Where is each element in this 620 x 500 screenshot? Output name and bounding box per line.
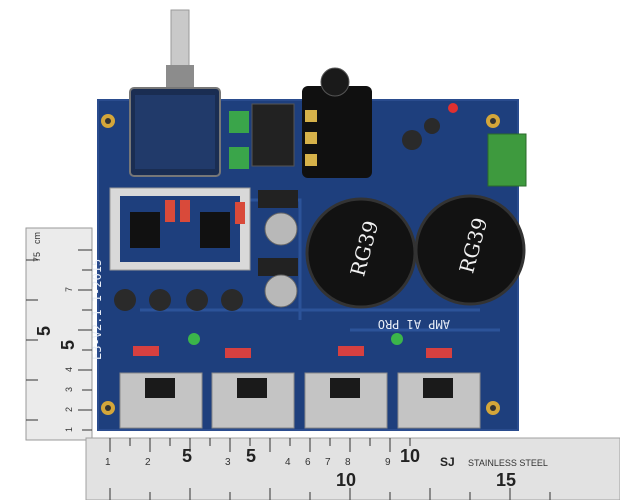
ruler-h-cm-15: 15: [496, 470, 516, 490]
ruler-h-brand-mark: SJ: [440, 455, 455, 469]
small-cap: [264, 274, 298, 308]
headphone-jack: [302, 67, 372, 178]
relay: [251, 103, 295, 167]
heatsinks: [119, 372, 481, 429]
ruler-h-small: 8: [345, 457, 351, 468]
ruler-h-small: 7: [325, 457, 331, 468]
ruler-h-small: 3: [225, 457, 231, 468]
ruler-v-mark: 4: [64, 367, 74, 372]
electrolytic-caps: [114, 118, 440, 311]
big-capacitor-left: RG39: [305, 197, 417, 309]
ruler-v-mark: 1: [64, 427, 74, 432]
ruler-h-in-5: 5: [182, 446, 192, 466]
vertical-ruler: cm 5 5 1 2 3 4 7 75: [25, 227, 93, 441]
terminal-block: [487, 133, 527, 187]
ruler-v-big-5a: 5: [58, 340, 78, 350]
ruler-h-brand-text: STAINLESS STEEL: [468, 458, 548, 468]
ruler-h-in-10: 10: [400, 446, 420, 466]
regulator: [258, 258, 298, 276]
board-version-label: E3-V2.1 1-2015: [90, 259, 104, 360]
red-components: [133, 103, 458, 358]
small-cap: [264, 212, 298, 246]
amp-name-label: AMP A1 PRO: [378, 317, 450, 331]
opamp-daughterboard: [109, 187, 251, 271]
horizontal-ruler: 5 10 5 10 15 1 2 3 4 6 7 8 9 STAINLESS S…: [85, 437, 620, 500]
ruler-v-big-5b: 5: [34, 326, 54, 336]
regulator: [258, 190, 298, 208]
potentiometer: [129, 9, 221, 177]
ruler-h-cm-5: 5: [246, 446, 256, 466]
ruler-v-mark: 2: [64, 407, 74, 412]
ruler-v-unit-top: cm: [32, 232, 42, 244]
ruler-h-small: 6: [305, 457, 311, 468]
ruler-v-mark: 75: [32, 252, 42, 262]
film-cap: [229, 111, 249, 133]
ruler-v-mark: 7: [64, 287, 74, 292]
ruler-v-mark: 3: [64, 387, 74, 392]
ruler-h-small: 1: [105, 457, 111, 468]
ruler-h-small: 4: [285, 457, 291, 468]
big-capacitor-right: RG39: [414, 194, 526, 306]
ruler-h-cm-10: 10: [336, 470, 356, 490]
ruler-h-small: 9: [385, 457, 391, 468]
ruler-h-small: 2: [145, 457, 151, 468]
mounting-holes: [101, 114, 500, 415]
film-cap: [229, 147, 249, 169]
